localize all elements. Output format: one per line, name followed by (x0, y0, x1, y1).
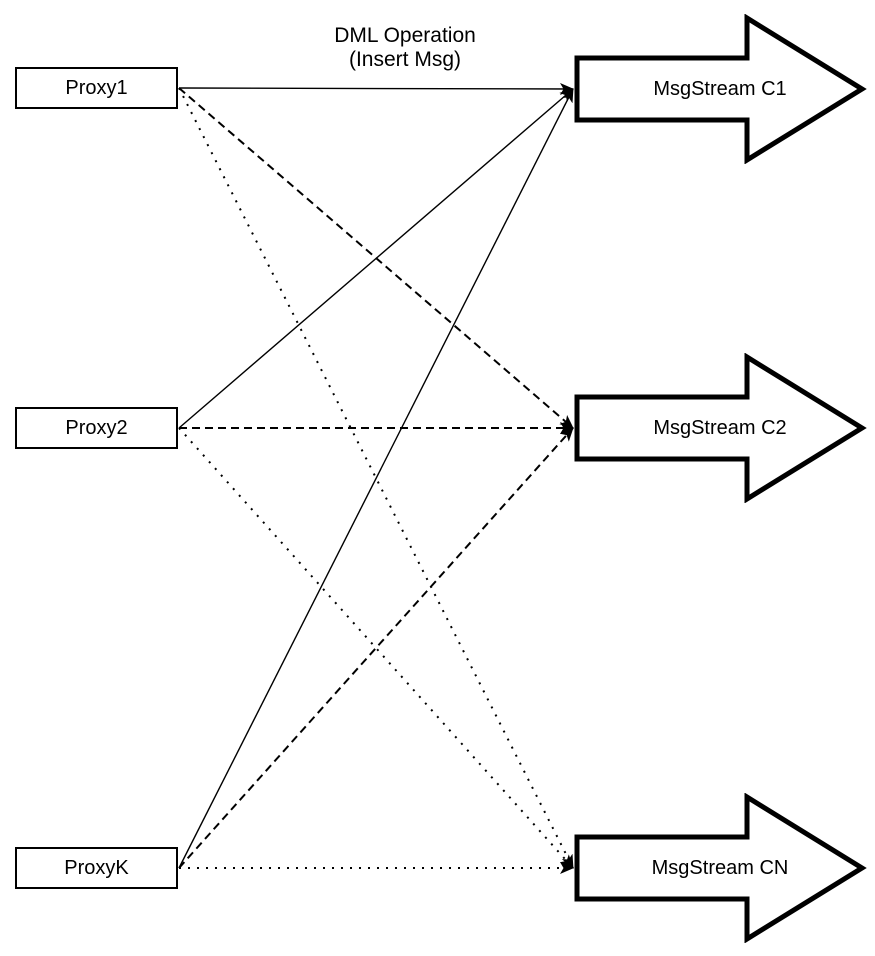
node-proxy1-label: Proxy1 (65, 77, 128, 99)
connector-proxy1-to-cn (178, 87, 574, 869)
node-msgstream-c2-label: MsgStream C2 (653, 417, 787, 439)
node-proxy2-label: Proxy2 (65, 417, 128, 439)
dml-operation-annotation-line1: DML Operation (334, 24, 476, 47)
node-proxyk-label: ProxyK (64, 857, 129, 879)
node-proxy2: Proxy2 (15, 407, 178, 449)
node-msgstream-c1-label: MsgStream C1 (653, 78, 787, 100)
dml-operation-annotation-line2: (Insert Msg) (348, 48, 461, 71)
connector-proxy2-to-c1 (178, 88, 574, 429)
connector-proxyk-to-c2 (178, 427, 574, 869)
connector-proxyk-to-c1 (178, 88, 574, 869)
node-msgstream-c2: MsgStream C2 (573, 353, 867, 503)
node-proxyk: ProxyK (15, 847, 178, 889)
block-arrow-icon (574, 353, 867, 503)
dml-operation-annotation: DML Operation (Insert Msg) (295, 24, 515, 72)
connector-proxy1-to-c1 (178, 82, 574, 95)
connector-proxy2-to-cn (178, 427, 574, 869)
block-arrow-icon (574, 14, 867, 164)
node-proxy1: Proxy1 (15, 67, 178, 109)
block-arrow-icon (574, 793, 867, 943)
node-msgstream-cn-label: MsgStream CN (651, 857, 789, 879)
node-msgstream-c1: MsgStream C1 (573, 14, 867, 164)
node-msgstream-cn: MsgStream CN (573, 793, 867, 943)
